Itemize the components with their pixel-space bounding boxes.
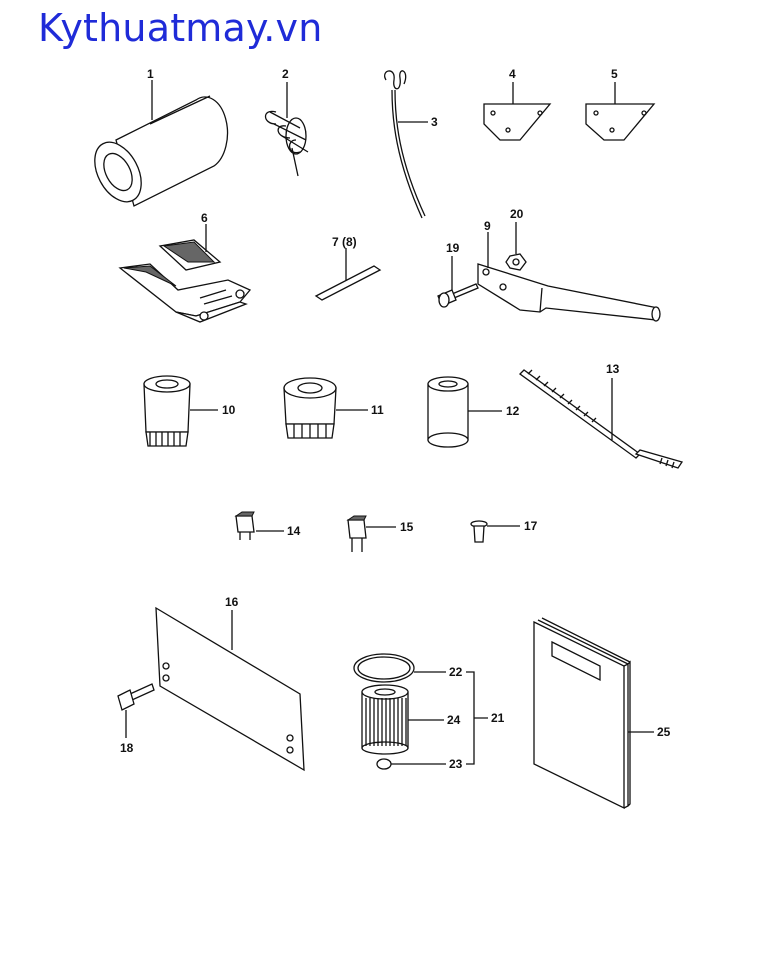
label-13: 13 [606,362,620,376]
label-23: 23 [449,757,463,771]
label-6: 6 [201,211,208,225]
label-15: 15 [400,520,414,534]
part-4-plate[interactable] [483,103,552,141]
group-bracket-21 [466,671,488,765]
part-24-element[interactable] [361,684,409,755]
label-5: 5 [611,67,618,81]
label-24: 24 [447,713,461,727]
part-6-bracket[interactable] [118,239,252,323]
label-19: 19 [446,241,460,255]
label-20: 20 [510,207,524,221]
part-5-plate[interactable] [585,103,656,141]
label-17: 17 [524,519,538,533]
part-15-fuse[interactable] [346,515,367,552]
watermark-text: Kythuatmay.vn [38,6,323,50]
part-17-pin[interactable] [470,520,488,543]
label-12: 12 [506,404,520,418]
label-3: 3 [431,115,438,129]
part-9-arm[interactable] [477,263,661,322]
part-7-strip[interactable] [314,265,382,301]
part-18-screw[interactable] [117,683,155,711]
part-23-small-oring[interactable] [376,758,392,770]
label-1: 1 [147,67,154,81]
part-22-oring[interactable] [353,653,415,683]
part-14-fuse[interactable] [234,511,255,540]
label-4: 4 [509,67,516,81]
label-25: 25 [657,725,671,739]
label-21: 21 [491,711,505,725]
label-16: 16 [225,595,239,609]
label-18: 18 [120,741,134,755]
label-10: 10 [222,403,236,417]
label-14: 14 [287,524,301,538]
label-22: 22 [449,665,463,679]
part-10-filter[interactable] [143,375,191,447]
part-3-dipstick[interactable] [384,70,426,219]
label-9: 9 [484,219,491,233]
part-1-sleeve[interactable] [85,95,229,210]
label-7: 7 (8) [332,235,357,249]
part-19-bolt[interactable] [437,283,479,308]
part-20-nut[interactable] [505,253,527,271]
part-25-manual[interactable] [533,617,631,810]
part-11-filter[interactable] [283,377,337,439]
part-12-element[interactable] [427,376,469,448]
part-2-clip[interactable] [264,110,309,177]
label-2: 2 [282,67,289,81]
part-16-sheet[interactable] [155,606,305,772]
part-13-rod[interactable] [519,369,684,469]
label-11: 11 [371,403,384,417]
